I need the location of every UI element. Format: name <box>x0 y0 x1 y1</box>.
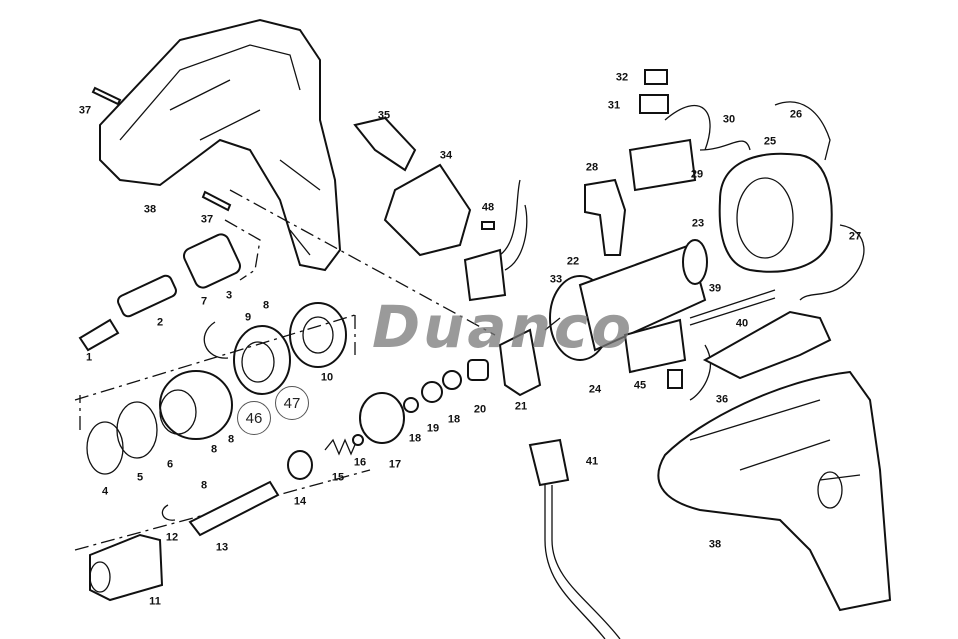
o-ring-5 <box>116 401 158 459</box>
stator-25 <box>718 152 833 273</box>
sleeve-11 <box>89 533 164 602</box>
cord-41 <box>528 438 570 487</box>
sleeve-10 <box>289 302 347 368</box>
spring-15 <box>324 438 358 456</box>
callout-15: 15 <box>331 471 345 484</box>
callout-10: 10 <box>320 371 334 384</box>
callout-30: 30 <box>722 113 736 126</box>
callout-32: 32 <box>615 71 629 84</box>
wire-27 <box>799 224 865 301</box>
cover-36 <box>702 310 832 380</box>
callout-8: 8 <box>210 443 218 456</box>
callout-22: 22 <box>566 255 580 268</box>
callout-21: 21 <box>514 400 528 413</box>
callout-17: 17 <box>388 458 402 471</box>
trigger-35 <box>353 116 417 172</box>
housing-half <box>99 18 342 272</box>
callout-7: 7 <box>200 295 208 308</box>
o-ring-4 <box>86 421 124 475</box>
callout-23: 23 <box>691 217 705 230</box>
callout-9: 9 <box>244 311 252 324</box>
cage-6 <box>159 370 233 440</box>
callout-24: 24 <box>588 383 602 396</box>
brush-36 <box>667 369 683 389</box>
callout-35: 35 <box>377 109 391 122</box>
circled-callout-47: 47 <box>275 386 309 420</box>
brush-holder-45 <box>623 318 687 374</box>
callout-34: 34 <box>439 149 453 162</box>
callout-39: 39 <box>708 282 722 295</box>
callout-40: 40 <box>735 317 749 330</box>
callout-4: 4 <box>101 485 109 498</box>
switch-34 <box>383 163 472 257</box>
baffle-21 <box>498 328 542 397</box>
callout-27: 27 <box>848 230 862 243</box>
brush-31 <box>639 94 669 114</box>
clutch-17 <box>359 392 405 444</box>
clip-12 <box>161 504 176 521</box>
callout-29: 29 <box>690 168 704 181</box>
chuck-sleeve-3 <box>183 233 241 289</box>
callout-36: 36 <box>715 393 729 406</box>
callout-18: 18 <box>408 432 422 445</box>
callout-31: 31 <box>607 99 621 112</box>
callout-18: 18 <box>447 413 461 426</box>
washer-18b <box>442 370 462 390</box>
callout-25: 25 <box>763 135 777 148</box>
armature-22 <box>578 243 707 352</box>
callout-38: 38 <box>708 538 722 551</box>
screw-37b <box>201 190 232 212</box>
callout-20: 20 <box>473 403 487 416</box>
bit-1 <box>78 318 120 352</box>
drill-body-38 <box>657 370 892 612</box>
callout-37: 37 <box>78 104 92 117</box>
brush-box-29 <box>628 138 697 192</box>
circlip-7 <box>203 321 229 359</box>
callout-41: 41 <box>585 455 599 468</box>
washer-18a <box>403 397 419 413</box>
nut-14 <box>287 450 313 480</box>
circled-callout-46: 46 <box>237 401 271 435</box>
callout-19: 19 <box>426 422 440 435</box>
callout-45: 45 <box>633 379 647 392</box>
callout-28: 28 <box>585 161 599 174</box>
callout-8: 8 <box>227 433 235 446</box>
capacitor-33 <box>463 248 507 302</box>
callout-1: 1 <box>85 351 93 364</box>
callout-8: 8 <box>262 299 270 312</box>
fan-19 <box>421 381 443 403</box>
spindle-13 <box>188 480 280 537</box>
screw-37a <box>91 86 122 106</box>
callout-37: 37 <box>200 213 214 226</box>
bracket-28 <box>584 178 627 256</box>
callout-5: 5 <box>136 471 144 484</box>
callout-2: 2 <box>156 316 164 329</box>
callout-12: 12 <box>165 531 179 544</box>
cap-32 <box>644 69 668 85</box>
callout-16: 16 <box>353 456 367 469</box>
callout-6: 6 <box>166 458 174 471</box>
callout-38: 38 <box>143 203 157 216</box>
watermark: Duanco <box>372 293 635 361</box>
callout-48: 48 <box>481 201 495 214</box>
bearing-20 <box>467 359 489 381</box>
wire-39 <box>689 289 776 326</box>
wire-26 <box>774 101 831 161</box>
callout-8: 8 <box>200 479 208 492</box>
callout-14: 14 <box>293 495 307 508</box>
bit-holder-2 <box>117 274 177 318</box>
callout-33: 33 <box>549 273 563 286</box>
callout-13: 13 <box>215 541 229 554</box>
callout-26: 26 <box>789 108 803 121</box>
washer-16 <box>352 434 364 446</box>
callout-11: 11 <box>149 595 161 608</box>
callout-3: 3 <box>225 289 233 302</box>
pin-48 <box>481 221 495 230</box>
